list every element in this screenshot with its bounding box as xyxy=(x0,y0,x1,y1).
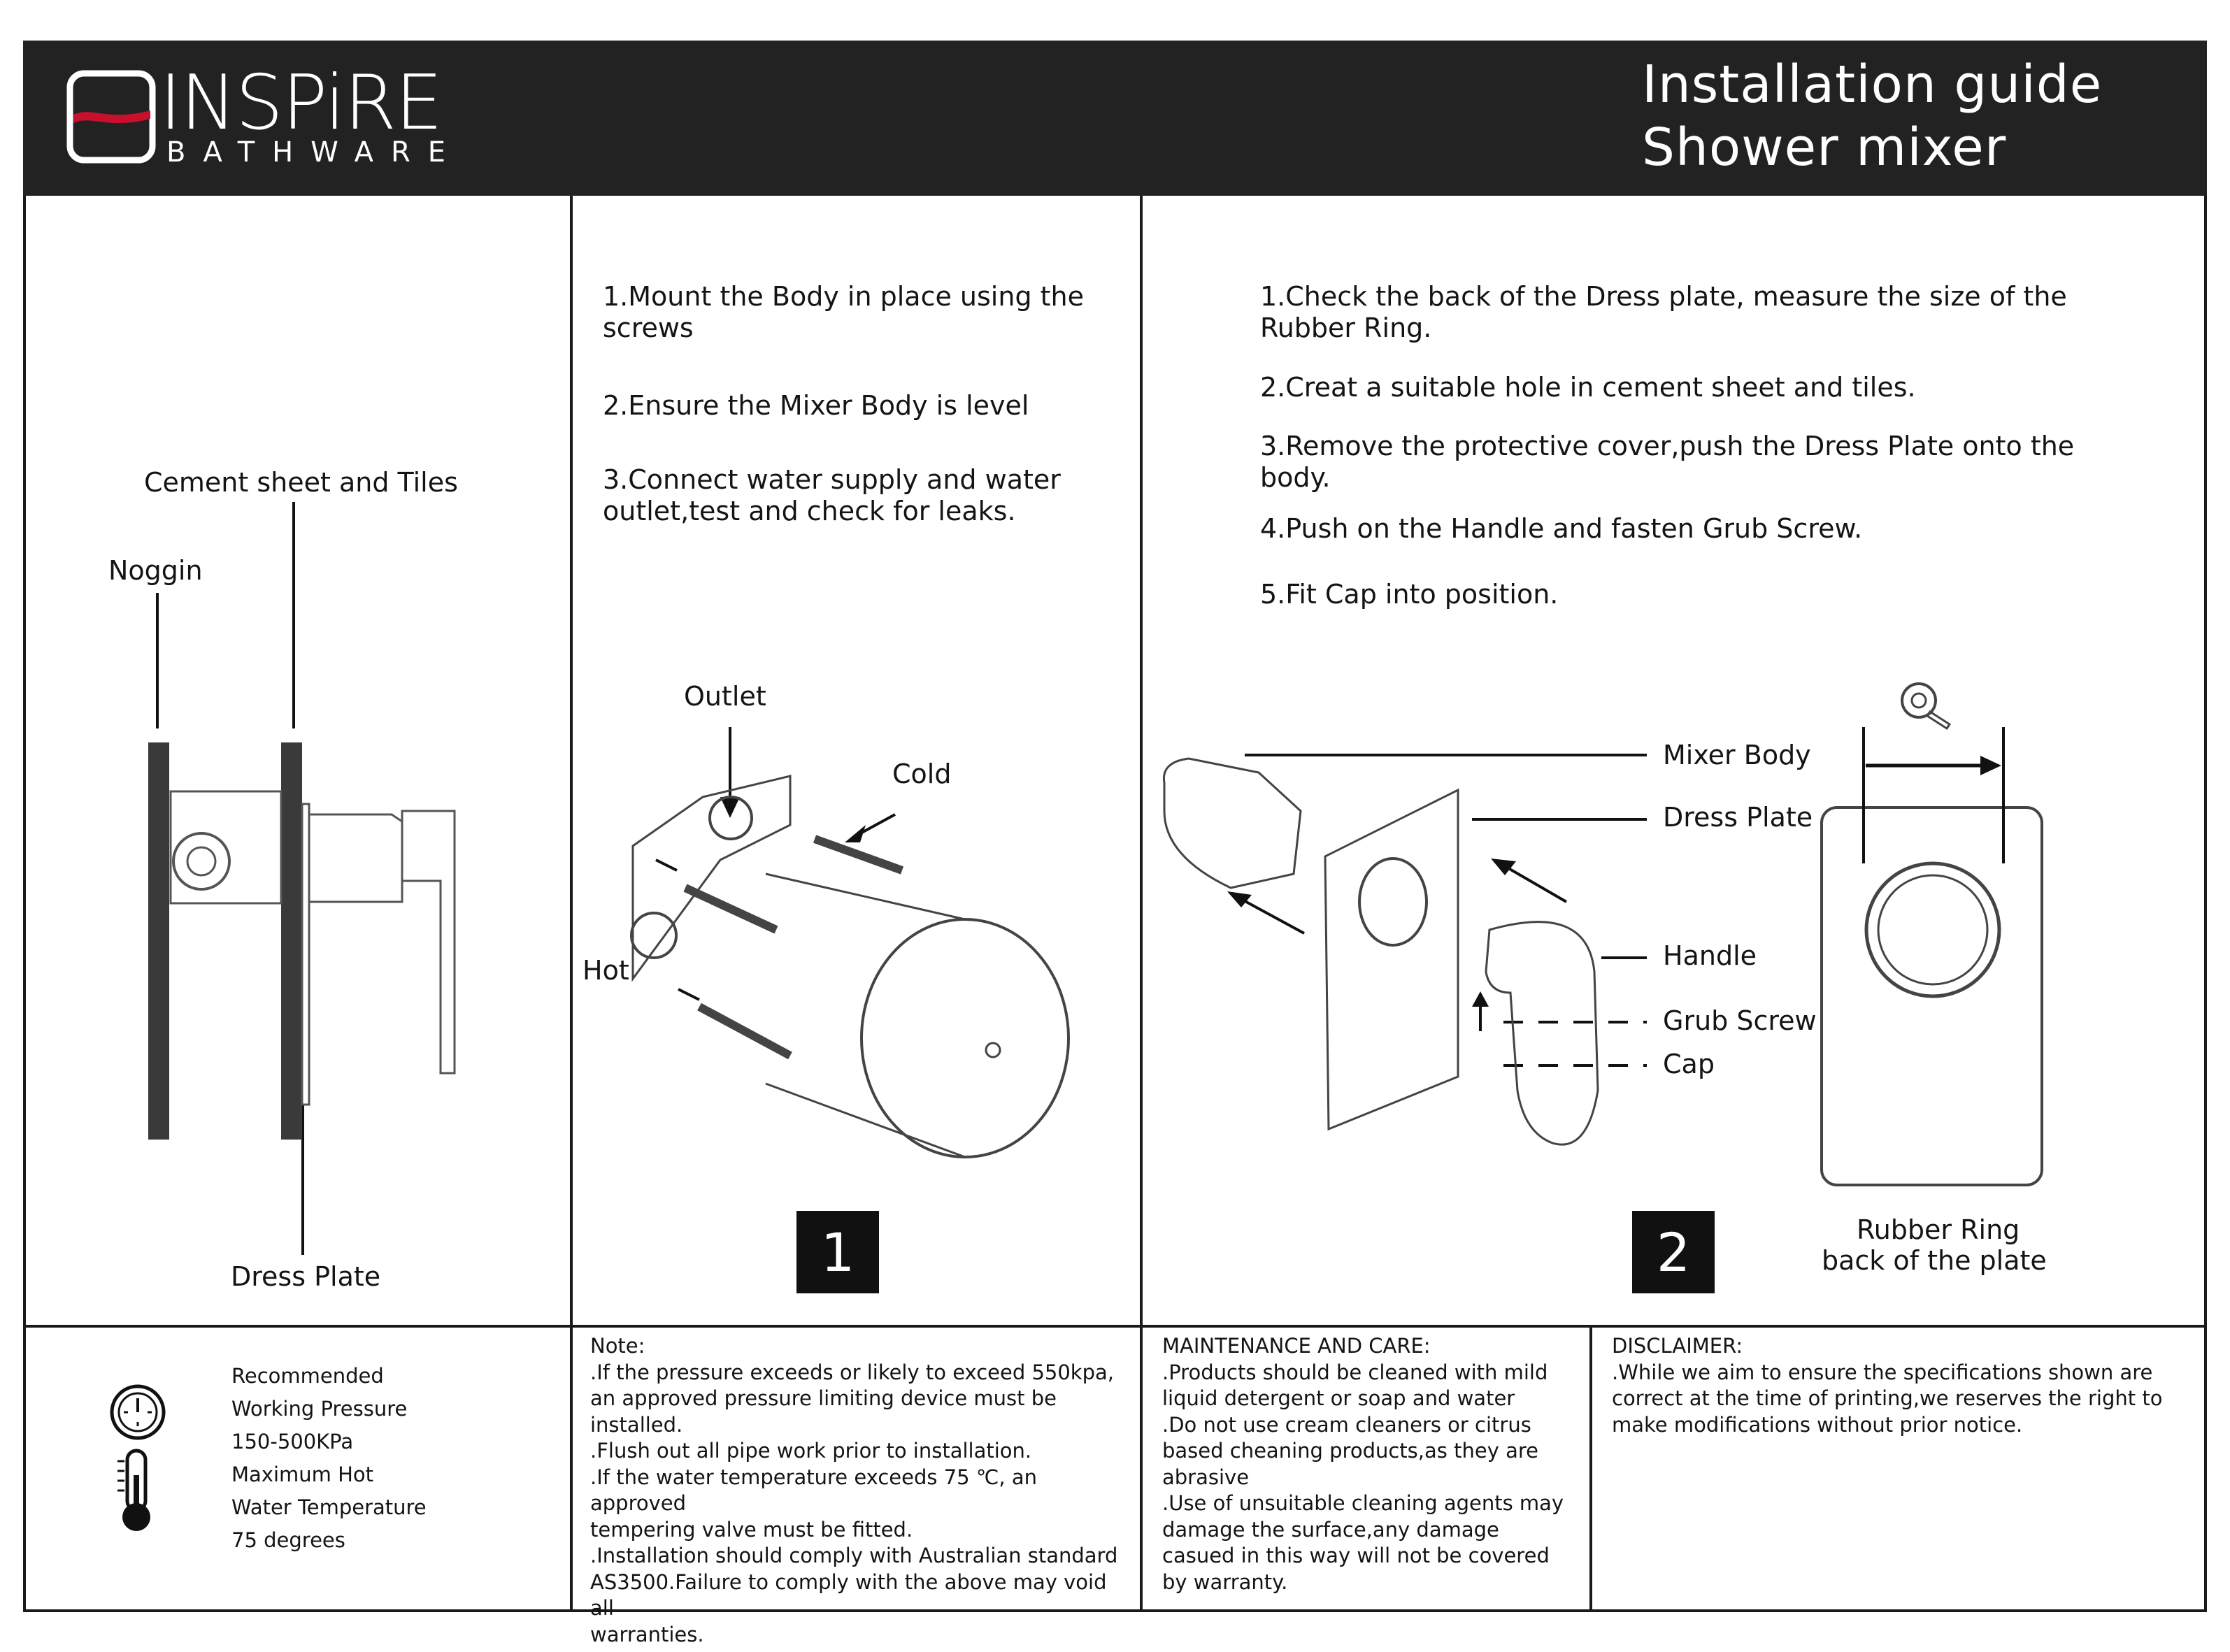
label-dress-plate-left: Dress Plate xyxy=(231,1261,381,1292)
logo-mark-icon xyxy=(66,70,156,164)
step2-instruction-2: 2.Creat a suitable hole in cement sheet … xyxy=(1260,372,1916,403)
page-subtitle: Shower mixer xyxy=(1642,117,2007,178)
step1-instruction-2: 2.Ensure the Mixer Body is level xyxy=(603,390,1029,421)
maintenance-line: .Use of unsuitable cleaning agents may xyxy=(1162,1491,1564,1515)
disclaimer-line: .While we aim to ensure the specificatio… xyxy=(1612,1360,2153,1384)
label-cement-sheet: Cement sheet and Tiles xyxy=(144,467,458,498)
note-line: .If the pressure exceeds or likely to ex… xyxy=(590,1360,1114,1384)
maintenance-line: liquid detergent or soap and water xyxy=(1162,1386,1515,1410)
specs-list: Recommended Working Pressure 150-500KPa … xyxy=(231,1360,427,1557)
spec-line: 75 degrees xyxy=(231,1528,345,1552)
label-outlet: Outlet xyxy=(684,681,766,712)
spec-line: 150-500KPa xyxy=(231,1430,354,1453)
label-grub-screw: Grub Screw xyxy=(1663,1005,1817,1036)
note-heading: Note: xyxy=(590,1334,645,1358)
label-back-of-plate: back of the plate xyxy=(1822,1245,2047,1276)
wall-section-diagram xyxy=(148,502,456,1255)
step2-instruction-3: 3.Remove the protective cover,push the D… xyxy=(1260,431,2075,493)
label-noggin: Noggin xyxy=(108,555,203,586)
mixer-body-diagram xyxy=(630,727,1070,1158)
header-bar xyxy=(23,41,2207,196)
maintenance-block: MAINTENANCE AND CARE: .Products should b… xyxy=(1162,1333,1582,1595)
brand-name: INSPiRE xyxy=(159,59,443,147)
spec-line: Recommended xyxy=(231,1364,384,1388)
note-line: warranties. xyxy=(590,1622,704,1646)
disclaimer-heading: DISCLAIMER: xyxy=(1612,1334,1743,1358)
brand-subtitle: BATHWARE xyxy=(166,136,464,168)
divider-v3 xyxy=(1589,1326,1592,1612)
brand-logo xyxy=(66,70,157,164)
spec-line: Water Temperature xyxy=(231,1495,427,1519)
dress-plate-diagram xyxy=(1162,727,2043,1186)
step1-instruction-1: 1.Mount the Body in place using the scre… xyxy=(603,281,1085,343)
note-line: .Installation should comply with Austral… xyxy=(590,1544,1118,1567)
label-handle: Handle xyxy=(1663,940,1757,971)
step2-instruction-4: 4.Push on the Handle and fasten Grub Scr… xyxy=(1260,513,1863,544)
step1-instruction-3: 3.Connect water supply and water outlet,… xyxy=(603,464,1061,526)
spec-line: Maximum Hot xyxy=(231,1463,374,1486)
note-line: .If the water temperature exceeds 75 ℃, … xyxy=(590,1465,1037,1516)
step2-instruction-1: 1.Check the back of the Dress plate, mea… xyxy=(1260,281,2067,343)
maintenance-line: damage the surface,any damage xyxy=(1162,1517,1499,1542)
divider-v2 xyxy=(1140,196,1143,1612)
maintenance-line: abrasive xyxy=(1162,1465,1250,1489)
maintenance-line: .Products should be cleaned with mild xyxy=(1162,1360,1548,1384)
spec-line: Working Pressure xyxy=(231,1397,408,1421)
disclaimer-line: make modifications without prior notice. xyxy=(1612,1412,2023,1437)
step-number-1: 1 xyxy=(796,1211,879,1293)
disclaimer-block: DISCLAIMER: .While we aim to ensure the … xyxy=(1612,1333,2199,1438)
maintenance-line: casued in this way will not be covered xyxy=(1162,1544,1550,1567)
divider-v1 xyxy=(570,196,573,1612)
label-hot: Hot xyxy=(582,955,629,986)
note-line: .Flush out all pipe work prior to instal… xyxy=(590,1439,1032,1463)
label-dress-plate: Dress Plate xyxy=(1663,802,1813,833)
maintenance-line: by warranty. xyxy=(1162,1570,1288,1594)
thermometer-icon xyxy=(112,1447,161,1535)
label-rubber-ring: Rubber Ring xyxy=(1857,1214,2020,1245)
disclaimer-line: correct at the time of printing,we reser… xyxy=(1612,1386,2163,1410)
pressure-gauge-icon xyxy=(108,1383,167,1442)
note-line: AS3500.Failure to comply with the above … xyxy=(590,1570,1107,1621)
step2-instruction-5: 5.Fit Cap into position. xyxy=(1260,579,1559,610)
page-title: Installation guide xyxy=(1642,55,2103,115)
maintenance-line: based cheaning products,as they are xyxy=(1162,1439,1538,1463)
label-mixer-body: Mixer Body xyxy=(1663,740,1811,770)
note-block: Note: .If the pressure exceeds or likely… xyxy=(590,1333,1136,1648)
label-cap: Cap xyxy=(1663,1049,1715,1079)
step-number-2: 2 xyxy=(1632,1211,1715,1293)
note-line: an approved pressure limiting device mus… xyxy=(590,1386,1057,1437)
maintenance-heading: MAINTENANCE AND CARE: xyxy=(1162,1334,1431,1358)
maintenance-line: .Do not use cream cleaners or citrus xyxy=(1162,1412,1531,1437)
label-cold: Cold xyxy=(892,759,952,789)
note-line: tempering valve must be fitted. xyxy=(590,1517,913,1542)
tape-measure-icon xyxy=(1895,680,1958,735)
divider-h1 xyxy=(23,1325,2207,1328)
